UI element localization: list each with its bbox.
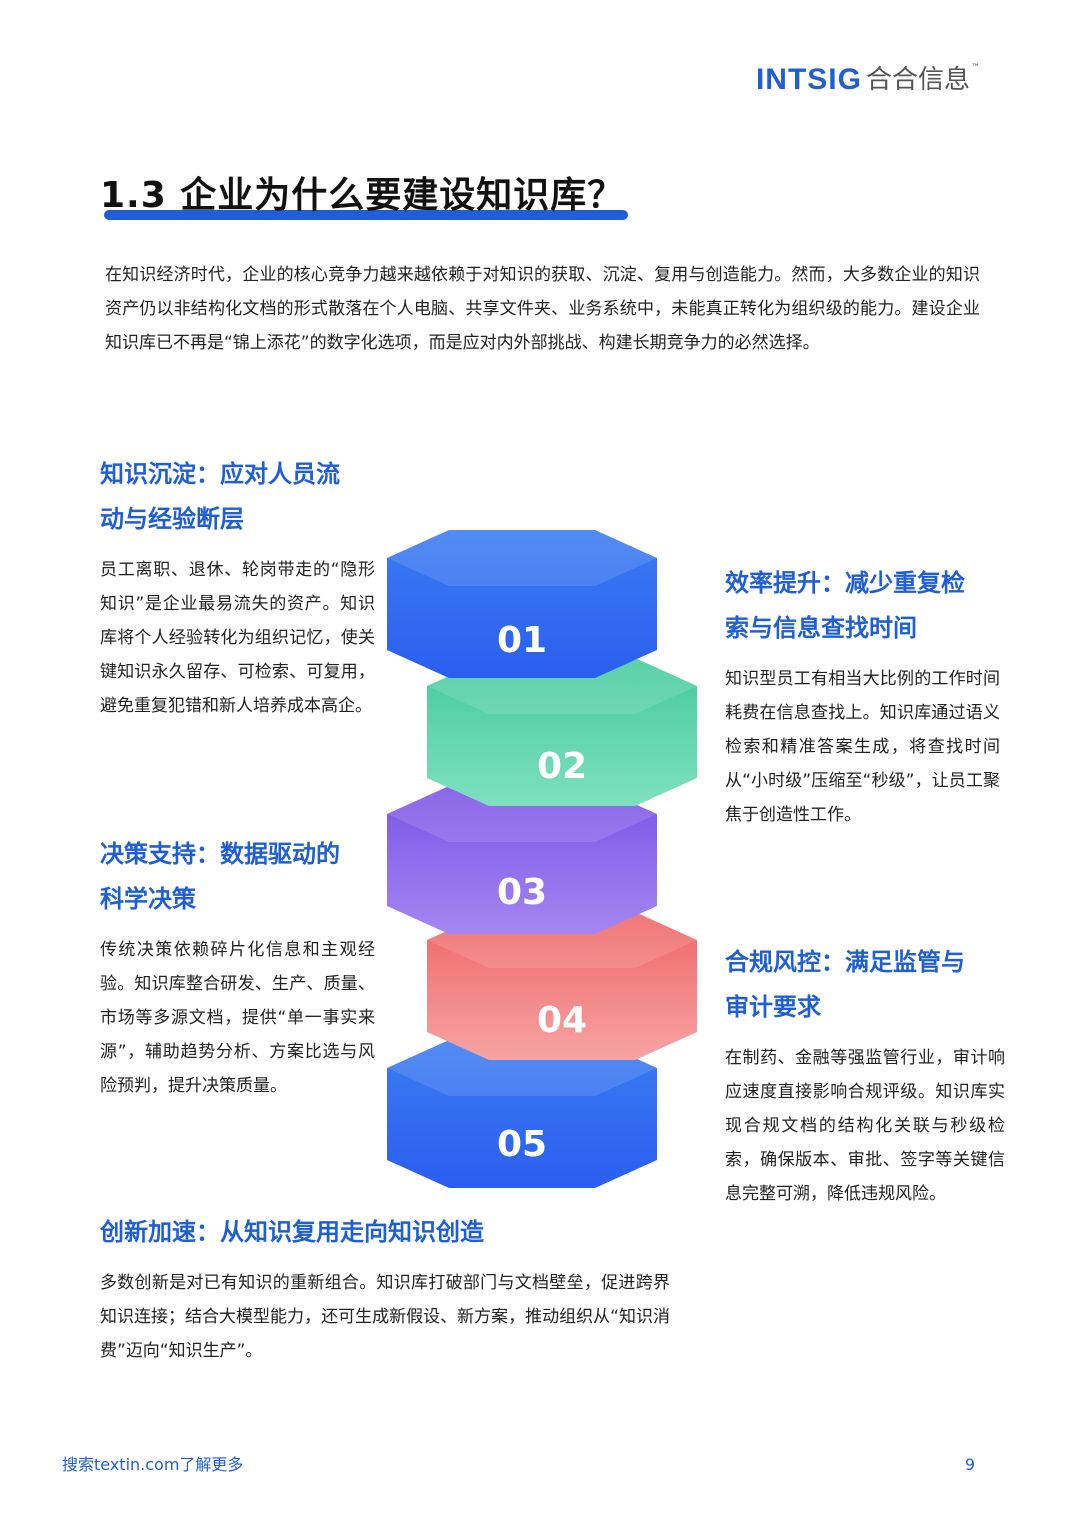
- hexagon-03: 03: [387, 786, 657, 934]
- section-body-decision-support: 传统决策依赖碎片化信息和主观经验。知识库整合研发、生产、质量、市场等多源文档，提…: [100, 940, 375, 1096]
- heading-line: 知识沉淀：应对人员流: [100, 460, 340, 488]
- hexagon-number-03: 03: [497, 872, 547, 913]
- section-heading-compliance: 合规风控：满足监管与 审计要求: [725, 940, 995, 1030]
- hexagon-stack-svg: 05 04 03 02 01: [387, 530, 697, 1188]
- section-body-efficiency: 知识型员工有相当大比例的工作时间耗费在信息查找上。知识库通过语义检索和精准答案生…: [725, 669, 1000, 825]
- section-body-compliance: 在制药、金融等强监管行业，审计响应速度直接影响合规评级。知识库实现合规文档的结构…: [725, 1048, 1005, 1204]
- hexagon-02: 02: [427, 658, 697, 806]
- heading-line: 科学决策: [100, 885, 196, 913]
- heading-line: 审计要求: [725, 993, 821, 1021]
- page-title: 1.3 企业为什么要建设知识库？: [100, 175, 625, 216]
- logo-en: INTSIG: [755, 63, 862, 96]
- heading-line: 索与信息查找时间: [725, 614, 917, 642]
- heading-line: 动与经验断层: [100, 505, 244, 533]
- section-body-innovation: 多数创新是对已有知识的重新组合。知识库打破部门与文档壁垒，促进跨界知识连接；结合…: [100, 1273, 670, 1361]
- section-heading-efficiency: 效率提升：减少重复检 索与信息查找时间: [725, 561, 995, 651]
- intsig-logo: INTSIG 合合信息 ™: [756, 62, 980, 98]
- section-body-knowledge-retention: 员工离职、退休、轮岗带走的“隐形知识”是企业最易流失的资产。知识库将个人经验转化…: [100, 560, 375, 716]
- hexagon-number-02: 02: [537, 746, 587, 787]
- logo-cn: 合合信息: [865, 65, 970, 95]
- section-heading-innovation: 创新加速：从知识复用走向知识创造: [100, 1218, 484, 1246]
- hexagon-04: 04: [427, 912, 697, 1060]
- heading-line: 效率提升：减少重复检: [725, 569, 965, 597]
- section-heading-knowledge-retention: 知识沉淀：应对人员流 动与经验断层: [100, 452, 370, 542]
- hexagon-01: 01: [387, 530, 657, 678]
- heading-line: 决策支持：数据驱动的: [100, 840, 340, 868]
- page-number: 9: [964, 1455, 975, 1474]
- page-title-wrap: 1.3 企业为什么要建设知识库？: [100, 170, 629, 222]
- hexagon-number-01: 01: [497, 620, 547, 661]
- logo-tm: ™: [971, 63, 980, 73]
- hexagon-stack-diagram: 05 04 03 02 01: [385, 520, 705, 1210]
- title-underline: [104, 210, 629, 220]
- hexagon-number-04: 04: [537, 1000, 587, 1041]
- footer-link[interactable]: 搜索textin.com了解更多: [62, 1455, 244, 1474]
- heading-line: 合规风控：满足监管与: [725, 948, 965, 976]
- intro-paragraph: 在知识经济时代，企业的核心竞争力越来越依赖于对知识的获取、沉淀、复用与创造能力。…: [105, 265, 980, 353]
- hexagon-number-05: 05: [497, 1124, 547, 1165]
- hexagon-05: 05: [387, 1040, 657, 1188]
- section-heading-decision-support: 决策支持：数据驱动的 科学决策: [100, 832, 370, 922]
